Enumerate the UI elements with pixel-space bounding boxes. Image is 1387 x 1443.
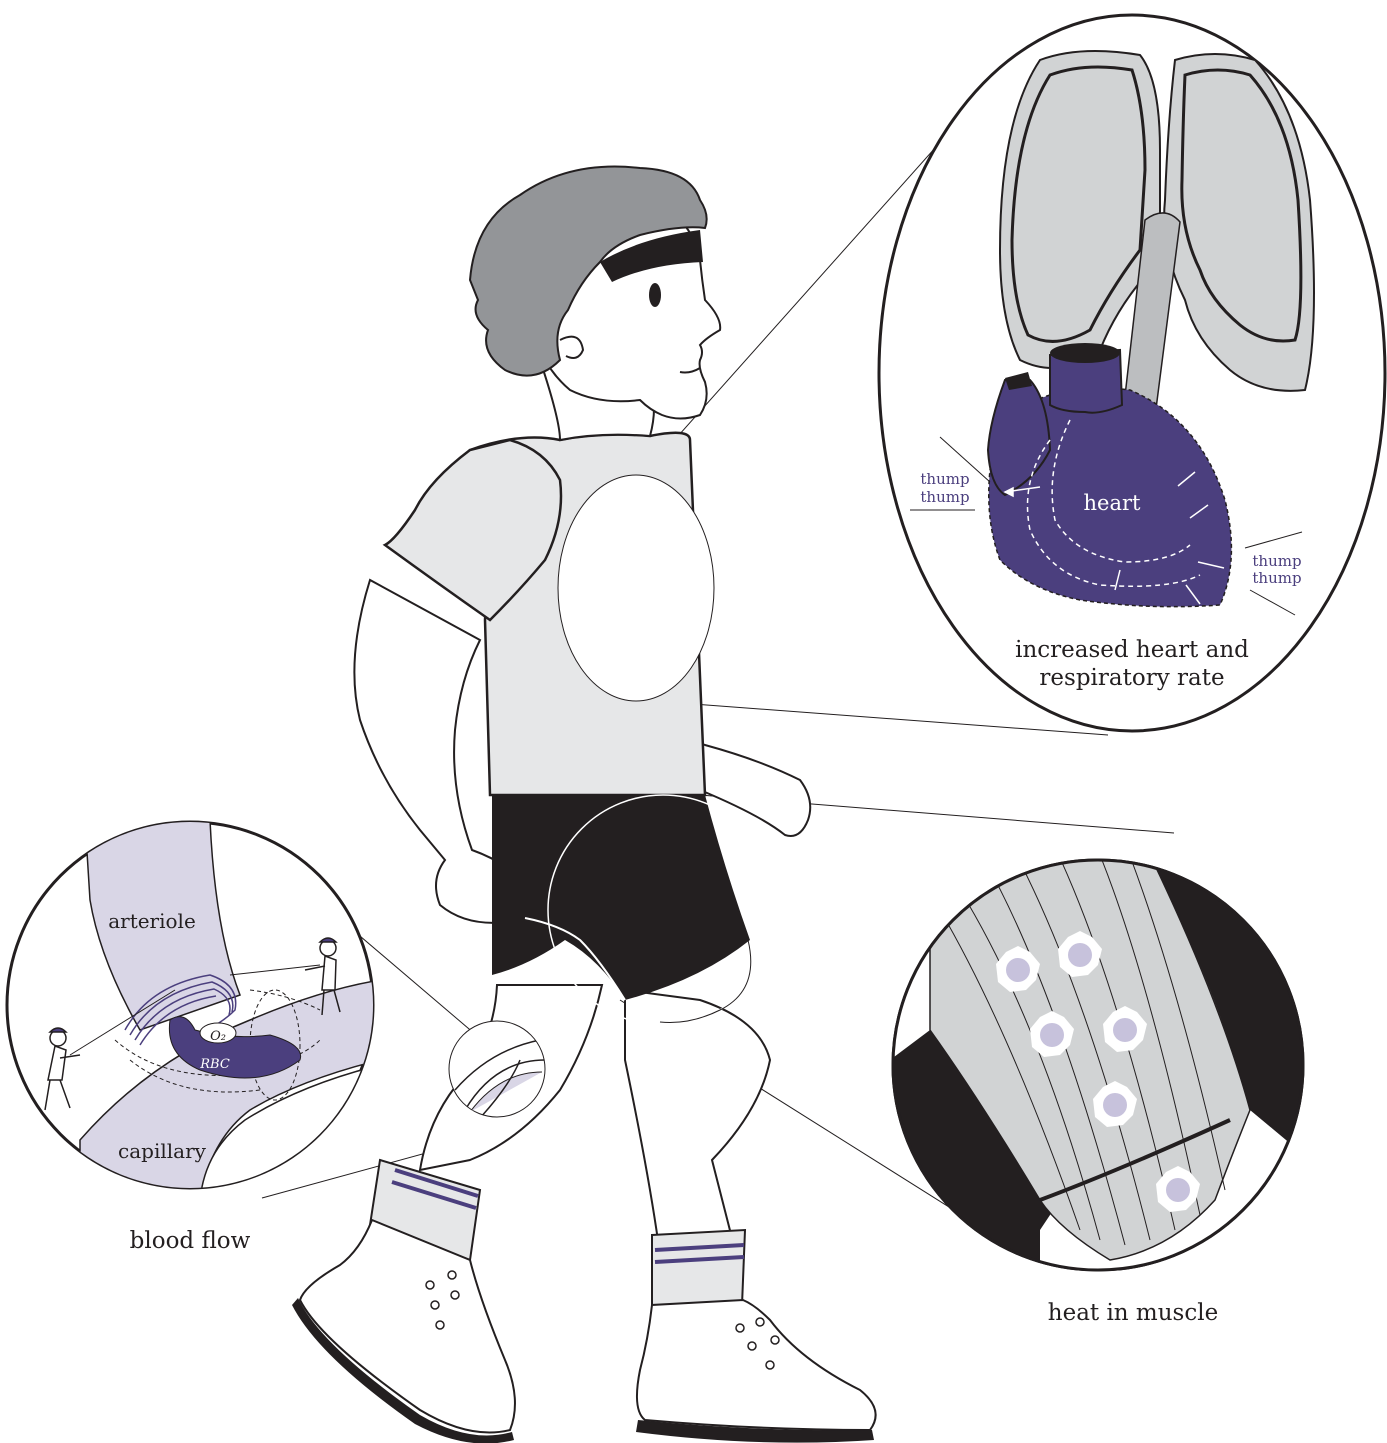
thump-left-1: thump [920,470,969,488]
muscle-callout: heat in muscle [890,852,1310,1326]
thump-left-2: thump [920,488,969,506]
eye [649,283,661,307]
heat-in-muscle-caption: heat in muscle [1048,1300,1218,1326]
heart-caption-line1: increased heart and [1015,637,1249,663]
heart-caption-line2: respiratory rate [1039,665,1224,691]
shorts [492,795,750,1000]
aorta-top [1050,343,1120,363]
arteriole-label: arteriole [108,909,196,933]
heart-label: heart [1084,491,1142,515]
blood-flow-callout: O₂ RBC arteriole capillary [7,820,380,1254]
knee-focus [449,1021,545,1118]
thump-right-2: thump [1252,569,1301,587]
capillary-label: capillary [118,1139,207,1163]
back-leg [625,990,770,1255]
thump-right-1: thump [1252,552,1301,570]
front-boot [300,1220,515,1433]
blood-flow-caption: blood flow [130,1228,251,1254]
heart-callout: heart thump thump thump thump increased … [879,15,1385,731]
chest-focus-circle [558,475,714,701]
runner-figure [292,167,876,1443]
o2-label: O₂ [210,1029,226,1044]
back-sock [652,1230,745,1310]
rbc-label: RBC [199,1057,230,1072]
